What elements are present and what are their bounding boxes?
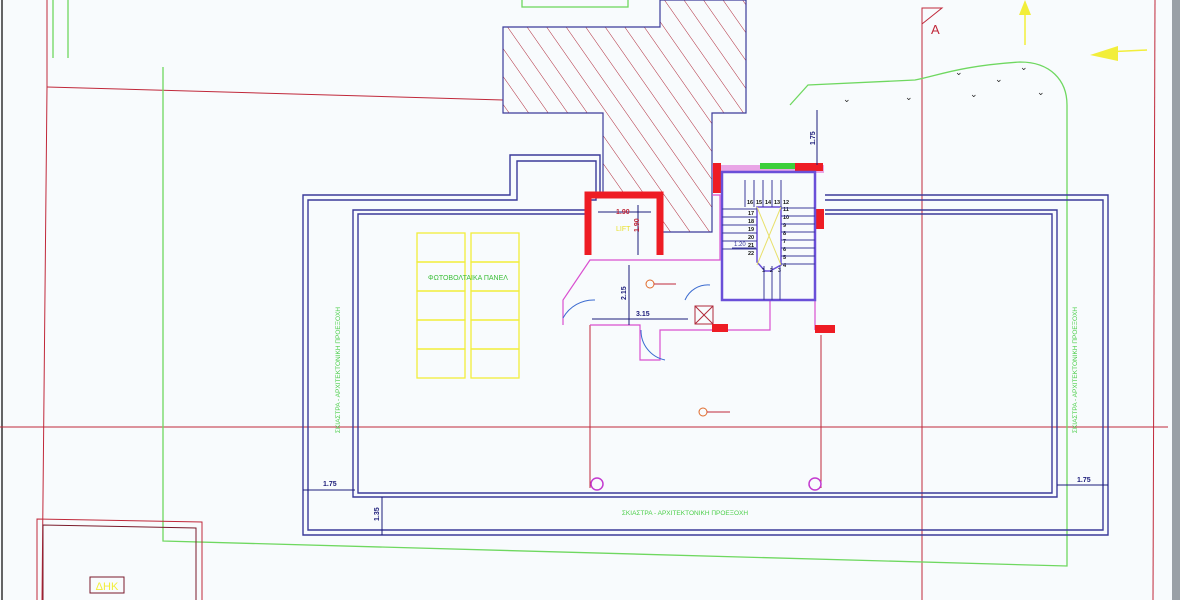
stair-step-number: 20 [748,235,754,241]
svg-text:⌄: ⌄ [843,94,851,104]
stair-step-number: 18 [748,219,754,225]
stair-step-number: 10 [783,215,789,221]
existing-building-hatched [502,0,747,233]
stair-step-number: 15 [756,200,762,206]
tree-marks: ⌄ ⌄ ⌄ ⌄ ⌄ ⌄ ⌄ [843,62,1045,104]
dimension-left: 1.75 [323,481,337,488]
lobby: 2.15 3.15 [562,194,816,361]
pv-panels [416,232,520,379]
building-outline [302,154,1109,536]
stair-step-number: 6 [783,247,786,253]
stair-step-number: 5 [783,255,786,261]
pv-panel [416,348,466,379]
stair-step-number: 4 [783,263,787,269]
svg-text:⌄: ⌄ [955,67,963,77]
pv-panel [416,319,466,350]
lift-shaft: 1.90 1.90 LIFT [584,191,664,255]
lobby-width-dimension: 3.15 [636,311,650,318]
stair-step-number: 22 [748,251,754,257]
pv-panel [416,232,466,263]
pv-panels-label: ΦΩΤΟΒΟΛΤΑΙΚΑ ΠΑΝΕΛ [428,275,508,282]
stair-step-number: 13 [774,200,780,206]
svg-text:A: A [931,22,940,37]
stair-step-number: 21 [748,243,754,249]
stair-step-number: 16 [747,200,753,206]
column-marker [808,477,822,491]
stair-step-number: 7 [783,239,786,245]
svg-text:⌄: ⌄ [1020,62,1028,72]
stair-step-number: 17 [748,211,754,217]
pv-panel [470,348,520,379]
stair-step-number: 12 [783,200,789,206]
pv-panel [416,290,466,321]
dimension-bottom: 1.35 [374,507,381,521]
canopy-label-right: ΣΚΙΑΣΤΡΑ - ΑΡΧΙΤΕΚΤΟΝΙΚΗ ΠΡΟΕΞΟΧΗ [1072,307,1079,433]
stair-step-number: 14 [765,200,772,206]
stair-width-dimension: 1.20 [734,242,746,248]
lobby-height-dimension: 2.15 [621,286,628,300]
dhk-label: ΔΗΚ [96,581,119,593]
pv-panel [470,290,520,321]
pv-panel [470,319,520,350]
svg-text:⌄: ⌄ [995,74,1003,84]
dimensions: 1.75 1.75 1.35 1.75 [303,110,1108,535]
section-marker: A [921,7,944,37]
stair-step-number: 9 [783,223,786,229]
dimension-top: 1.75 [810,131,817,145]
stair-treads: 16151413121718192021221110987654123 [722,180,815,300]
dimension-right: 1.75 [1077,477,1091,484]
staircase: 1.20 16151413121718192021221110987654123 [712,163,835,333]
svg-text:⌄: ⌄ [970,89,978,99]
lift-label: LIFT [616,226,631,233]
column-marker [590,477,604,491]
light-fixture-icon [698,407,730,417]
svg-text:⌄: ⌄ [905,92,913,102]
stair-step-number: 8 [783,231,786,237]
lift-width-dimension: 1.90 [616,209,630,216]
light-fixture-icon [645,279,676,289]
lift-depth-dimension: 1.90 [634,218,641,232]
canopy-label-left: ΣΚΙΑΣΤΡΑ - ΑΡΧΙΤΕΚΤΟΝΙΚΗ ΠΡΟΕΞΟΧΗ [335,307,342,433]
frame-right [1172,0,1180,600]
dhk-box: ΔΗΚ [36,518,203,600]
stair-step-number: 19 [748,227,754,233]
pv-panel [470,232,520,263]
wind-arrow-icon [1090,46,1148,61]
north-arrow-icon [1019,0,1031,45]
plot-boundary [52,0,1068,567]
stair-step-number: 11 [783,207,789,213]
canopy-label-bottom: ΣΚΙΑΣΤΡΑ - ΑΡΧΙΤΕΚΤΟΝΙΚΗ ΠΡΟΕΞΟΧΗ [622,510,748,517]
svg-text:⌄: ⌄ [1037,87,1045,97]
